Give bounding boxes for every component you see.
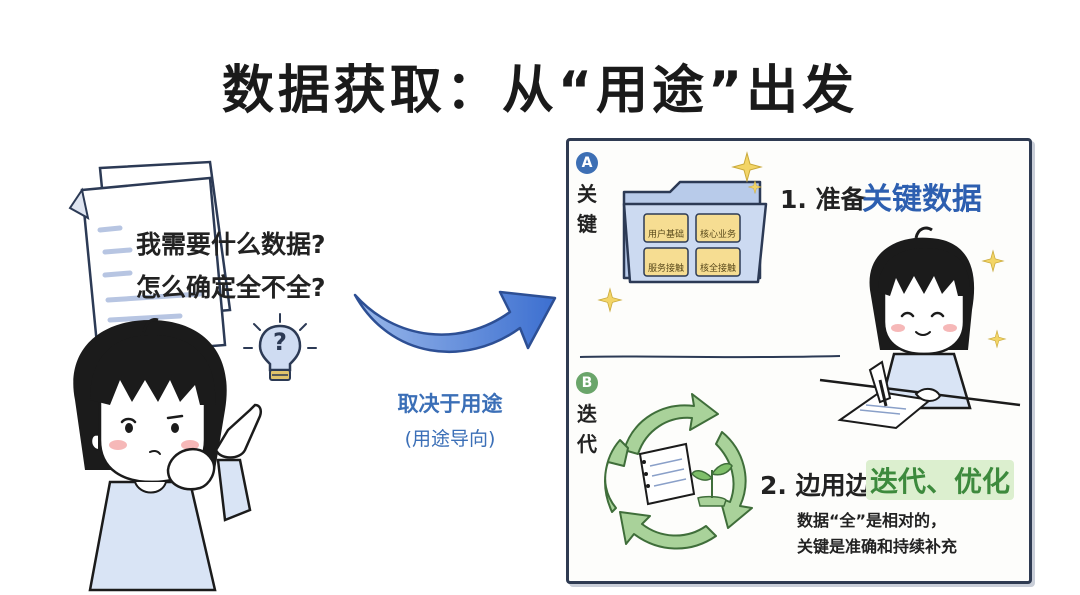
- section-a-label-2: 键: [577, 212, 597, 236]
- thinking-girl-illustration: [73, 318, 263, 592]
- doc-label-1: 用户基础: [647, 230, 684, 240]
- sparkle-icon: [987, 329, 1007, 349]
- usage-sublabel: (用途导向): [404, 428, 496, 450]
- question-complete: 怎么确定全不全?: [136, 273, 326, 302]
- girl-face: [878, 248, 971, 356]
- section-b-label-2: 代: [577, 432, 597, 456]
- front-sheet: [68, 176, 227, 357]
- sparkle-icon: [981, 249, 1005, 273]
- doc-label-2: 核心业务: [699, 230, 736, 240]
- doc-label-3: 服务接触: [647, 264, 684, 274]
- step-1-highlight: 关键数据: [862, 182, 982, 217]
- step-2-highlight: 迭代、优化: [866, 460, 1015, 500]
- girl-features: [90, 414, 199, 455]
- girl-hand: [166, 403, 263, 522]
- usage-label: 取决于用途: [397, 392, 503, 416]
- section-a-label-1: 关: [577, 182, 597, 206]
- step-2-prefix: 2. 边用边: [760, 471, 871, 500]
- sparkle-icon: [731, 151, 763, 183]
- sprout-icon: [691, 462, 733, 507]
- girl-bangs: [90, 318, 216, 405]
- section-b-label-1: 迭: [577, 402, 597, 426]
- writing-girl-illustration: [819, 226, 1021, 430]
- badge-b: B: [576, 372, 598, 394]
- desk-and-notebook: [819, 360, 1021, 430]
- iteration-cycle-icon: [604, 393, 753, 550]
- question-mark: ?: [273, 328, 287, 356]
- sparkle-icon: [597, 287, 623, 313]
- section-divider: [579, 355, 841, 359]
- notebook-icon: [638, 442, 696, 506]
- girl-body: [88, 480, 217, 592]
- note-line-1: 数据“全”是相对的，: [797, 511, 947, 530]
- sparkle-icon: [747, 179, 763, 195]
- badge-a: A: [576, 152, 598, 174]
- lightbulb-icon: [243, 313, 317, 381]
- folder-icon: [622, 180, 768, 284]
- blue-arrow: [353, 290, 557, 354]
- page-title: 数据获取：从“用途”出发: [221, 61, 859, 121]
- doc-label-4: 核全接触: [699, 264, 736, 274]
- step-1-prefix: 1. 准备: [780, 185, 866, 214]
- note-line-2: 关键是准确和持续补充: [797, 537, 958, 556]
- document-illustration: [68, 160, 232, 357]
- question-need: 我需要什么数据?: [136, 230, 326, 259]
